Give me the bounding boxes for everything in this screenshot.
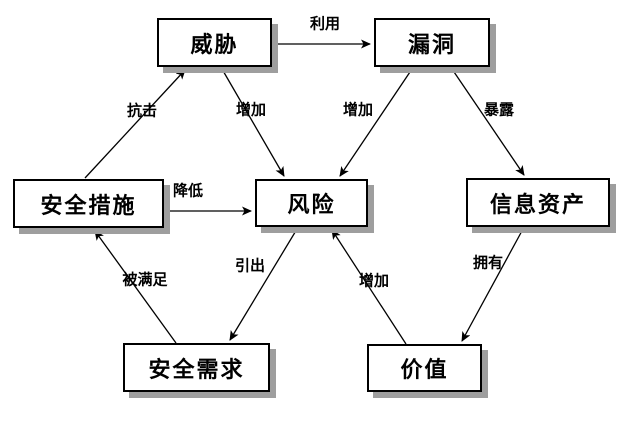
edge-label-vulnerability-to-risk: 增加 (342, 101, 374, 119)
node-threat: 威胁 (157, 18, 272, 67)
edge-label-safeguard-to-risk: 降低 (172, 182, 204, 200)
edge-label-requirement-to-safeguard: 被满足 (122, 271, 168, 289)
edge-risk-to-requirement (229, 228, 298, 341)
edge-value-to-risk (331, 229, 407, 345)
edge-label-vulnerability-to-asset: 暴露 (483, 101, 515, 119)
node-risk: 风险 (255, 179, 368, 227)
edge-label-asset-to-value: 拥有 (472, 254, 504, 272)
node-asset: 信息资产 (466, 178, 610, 227)
edge-safeguard-to-threat (84, 69, 186, 179)
node-value: 价值 (367, 344, 482, 392)
edge-threat-to-risk (221, 68, 285, 177)
edge-vulnerability-to-risk (339, 68, 413, 177)
edge-label-value-to-risk: 增加 (358, 272, 390, 290)
edge-label-threat-to-vulnerability: 利用 (309, 15, 341, 33)
edge-label-threat-to-risk: 增加 (235, 101, 267, 119)
node-requirement: 安全需求 (123, 343, 270, 392)
edge-requirement-to-safeguard (94, 230, 177, 344)
node-vulnerability: 漏洞 (374, 18, 490, 67)
edge-vulnerability-to-asset (451, 68, 525, 176)
edge-asset-to-value (461, 228, 524, 342)
edge-label-risk-to-requirement: 引出 (234, 257, 266, 275)
node-safeguard: 安全措施 (13, 179, 164, 228)
edge-label-safeguard-to-threat: 抗击 (126, 102, 158, 120)
